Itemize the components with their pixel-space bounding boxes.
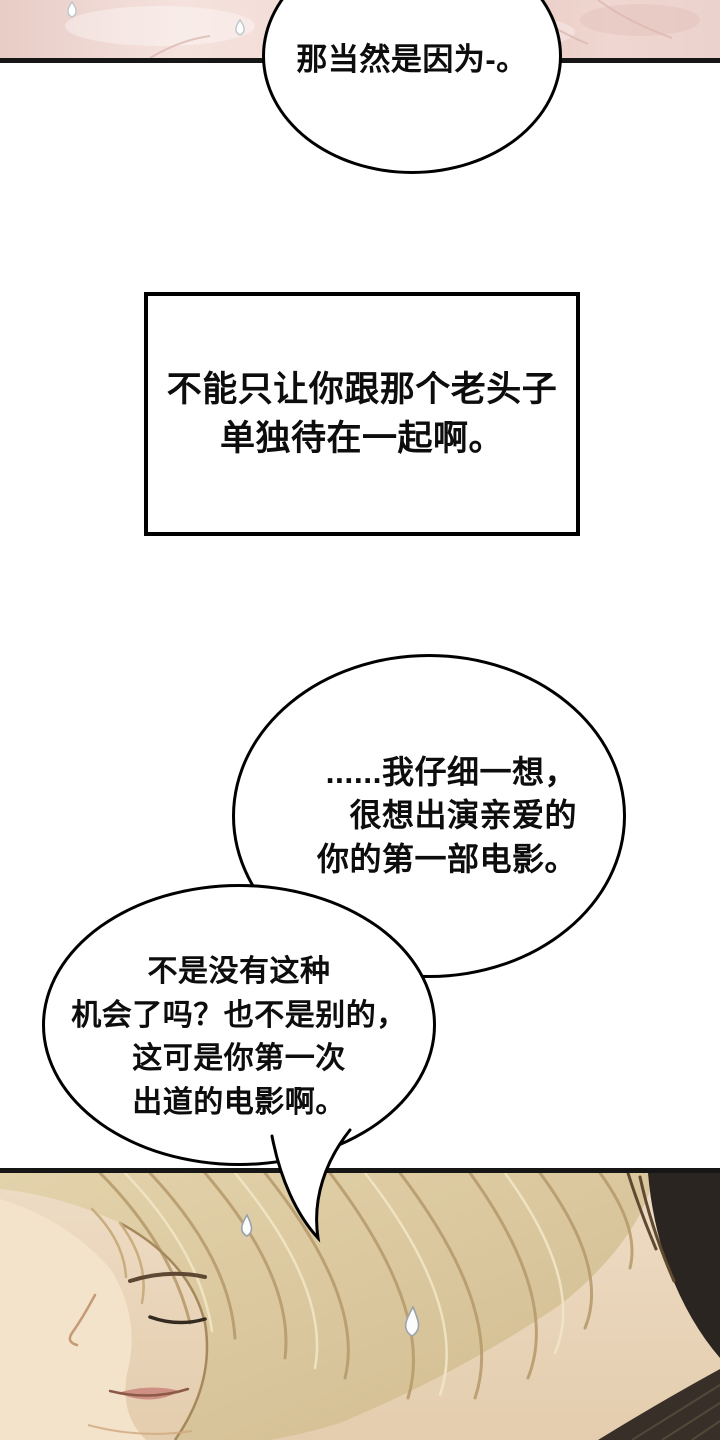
face-skin bbox=[0, 1199, 146, 1440]
speech-text: 这可是你第一次 bbox=[132, 1042, 346, 1075]
speech-text: 那当然是因为-。 bbox=[296, 41, 528, 77]
hair-highlight-strands bbox=[123, 1173, 565, 1397]
speech-bubble-tail bbox=[270, 1128, 352, 1243]
sweat-drops bbox=[240, 1213, 420, 1337]
hair-shadow-strands bbox=[98, 1173, 634, 1400]
speech-bubble-left: 不是没有这种 机会了吗？也不是别的， 这可是你第一次 出道的电影啊。 bbox=[42, 884, 436, 1166]
sweat-drop-icon bbox=[235, 18, 245, 36]
closed-eye bbox=[148, 1315, 207, 1325]
speech-text: 很想出演亲爱的 bbox=[349, 797, 577, 834]
speech-text: 你的第一部电影。 bbox=[316, 840, 577, 877]
lips bbox=[118, 1387, 180, 1400]
speech-box: 不能只让你跟那个老头子 单独待在一起啊。 bbox=[144, 292, 580, 536]
sweat-drops bbox=[67, 0, 245, 36]
dark-transition-strands bbox=[626, 1173, 676, 1283]
speech-text: 单独待在一起啊。 bbox=[219, 419, 504, 458]
eyebrow bbox=[128, 1271, 207, 1283]
sweat-drop-icon bbox=[240, 1213, 253, 1237]
nose-line bbox=[68, 1293, 97, 1347]
hair-tips-over-face bbox=[90, 1207, 145, 1305]
sweat-drop-icon bbox=[67, 0, 77, 18]
dark-background bbox=[648, 1173, 720, 1358]
bottom-artwork-panel bbox=[0, 1168, 720, 1440]
hair-edge bbox=[119, 1221, 209, 1440]
sweat-drop-icon bbox=[404, 1305, 420, 1337]
dark-corner-hatch bbox=[631, 1384, 720, 1440]
bottom-panel-artwork bbox=[0, 1173, 720, 1440]
speech-bubble-top: 那当然是因为-。 bbox=[262, 0, 562, 174]
speech-text: 出道的电影啊。 bbox=[132, 1085, 346, 1119]
speech-text: ......我仔细一想， bbox=[325, 754, 577, 791]
jaw-shadow bbox=[87, 1424, 193, 1435]
speech-text: 机会了吗？也不是别的， bbox=[71, 998, 407, 1032]
hair-mass bbox=[0, 1173, 655, 1440]
mouth-line bbox=[108, 1387, 190, 1397]
speech-text: 不是没有这种 bbox=[147, 955, 331, 988]
speech-text: 不能只让你跟那个老头子 bbox=[166, 370, 558, 409]
skin-highlight bbox=[65, 6, 255, 46]
skin-shade bbox=[580, 4, 700, 36]
